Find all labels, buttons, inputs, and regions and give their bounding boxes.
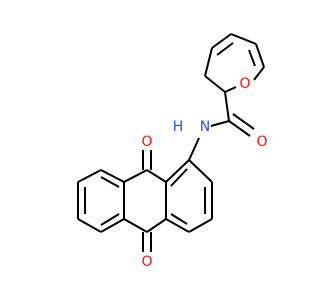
bond: [165, 218, 190, 233]
bond: [255, 43, 265, 68]
bond: [248, 49, 256, 67]
bond: [228, 120, 251, 137]
bond: [253, 66, 265, 81]
bond: [224, 91, 230, 122]
bond: [230, 33, 257, 45]
amide-nitrogen-label: N: [200, 119, 210, 135]
aromatic-ring-right: [165, 159, 213, 233]
furan-ring: [204, 33, 265, 93]
bond: [100, 213, 120, 226]
bond: [188, 159, 213, 183]
bond: [123, 218, 148, 233]
bond: [100, 218, 125, 233]
molecule-structure: O O H N O O: [77, 33, 268, 270]
bond: [170, 168, 188, 187]
bond: [100, 176, 120, 188]
amide-oxygen-label: O: [256, 134, 267, 150]
furan-oxygen-label: O: [239, 76, 250, 92]
bond: [204, 47, 213, 77]
amide-group: [188, 91, 255, 161]
bond: [165, 159, 190, 183]
amide-hydrogen-label: H: [173, 119, 184, 135]
bond: [100, 169, 125, 183]
quinone-oxygen-bottom-label: O: [141, 254, 152, 270]
bond: [204, 75, 226, 93]
bond: [123, 169, 148, 183]
bond: [146, 169, 167, 183]
bond: [77, 218, 102, 233]
bond: [170, 213, 188, 225]
aromatic-ring-left: [77, 169, 125, 233]
bond: [216, 42, 234, 56]
quinone-oxygen-top-label: O: [141, 134, 152, 150]
bond: [188, 137, 200, 161]
bond: [188, 218, 213, 233]
bond: [146, 218, 167, 233]
quinone-ring: [123, 150, 167, 252]
bond: [77, 169, 102, 183]
bond: [232, 113, 255, 130]
bond: [210, 120, 230, 127]
bond: [211, 33, 232, 49]
bond: [224, 86, 237, 93]
molecule-canvas: O O H N O O: [77, 33, 268, 270]
